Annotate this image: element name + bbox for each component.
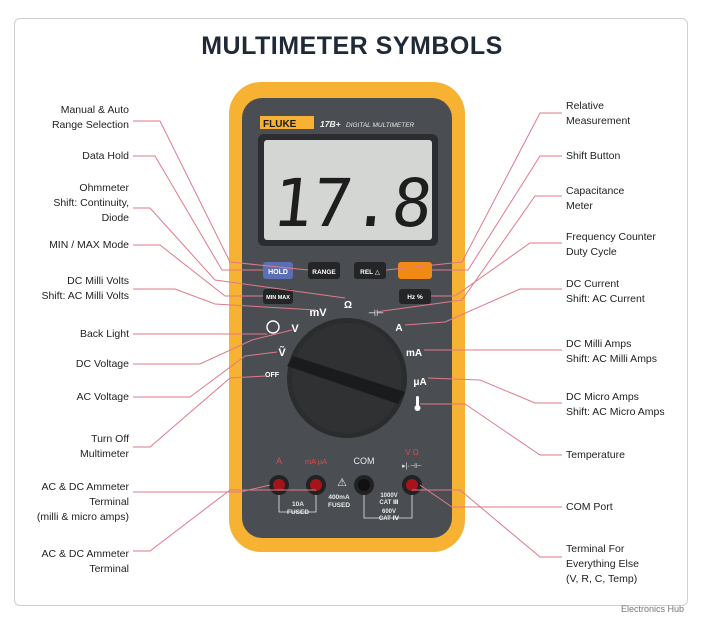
label-dc-current: DC Current Shift: AC Current	[566, 278, 645, 305]
terminal-vohm-jack-core	[406, 479, 418, 491]
dial-off: OFF	[265, 372, 280, 379]
rel-button[interactable]	[354, 262, 386, 279]
leader-lines-left	[133, 120, 346, 552]
label-range-selection: Manual & Auto Range Selection	[51, 104, 129, 131]
leader-lines-right	[375, 112, 562, 558]
hold-button-label: HOLD	[268, 269, 288, 276]
capacitor-icon: ⊣⊢	[368, 308, 384, 318]
dial-a: A	[395, 323, 402, 334]
shift-button[interactable]	[398, 262, 432, 279]
minmax-button-label: MIN MAX	[266, 295, 290, 301]
range-button-label: RANGE	[312, 269, 336, 276]
warning-icon: ⚠	[337, 477, 347, 489]
label-dc-milli-amps: DC Milli Amps Shift: AC Milli Amps	[566, 338, 658, 365]
label-capacitance: Capacitance Meter	[566, 185, 625, 212]
thermometer-bulb-icon	[414, 405, 421, 411]
terminal-ma-jack-core	[310, 479, 322, 491]
terminal-com-label: COM	[354, 456, 375, 466]
dial-v-ac: Ṽ	[278, 346, 286, 359]
dial-ma: mA	[406, 348, 422, 359]
label-ac-voltage: AC Voltage	[76, 391, 129, 403]
label-dc-micro-amps: DC Micro Amps Shift: AC Micro Amps	[566, 391, 665, 418]
label-terminal-everything: Terminal For Everything Else (V, R, C, T…	[566, 543, 639, 585]
terminal-com-jack-core	[358, 479, 370, 491]
dial-mv: mV	[309, 307, 327, 319]
terminal-ma-label: mA μA	[305, 457, 327, 466]
label-ammeter-milli-micro: AC & DC Ammeter Terminal (milli & micro …	[36, 481, 129, 523]
page-title: MULTIMETER SYMBOLS	[201, 32, 503, 60]
label-turn-off: Turn Off Multimeter	[79, 433, 129, 460]
rel-button-label: REL △	[360, 269, 380, 276]
range-button[interactable]	[308, 262, 340, 279]
hz-button-label: Hz %	[407, 294, 423, 301]
minmax-button[interactable]	[263, 289, 293, 304]
label-back-light: Back Light	[79, 328, 129, 340]
brand-text: FLUKE	[263, 119, 297, 130]
dial-ohm: Ω	[344, 300, 352, 311]
dial-ua: μA	[413, 377, 426, 388]
thermometer-icon	[416, 396, 419, 407]
label-data-hold: Data Hold	[82, 150, 129, 162]
model-desc: DIGITAL MULTIMETER	[346, 122, 415, 129]
label-com-port: COM Port	[566, 501, 613, 513]
label-dc-voltage: DC Voltage	[75, 358, 129, 370]
com-bracket	[363, 495, 413, 519]
model-text: 17B+	[320, 119, 341, 129]
label-temperature: Temperature	[566, 449, 625, 461]
brand-logo: Electronics Hub	[620, 604, 684, 614]
fuse-400ma-line1: 400mA	[328, 494, 350, 501]
terminal-vohm-label: V Ω	[405, 448, 419, 457]
cat600-line2: CAT Ⅳ	[379, 516, 400, 522]
label-shift-button: Shift Button	[566, 150, 621, 162]
hz-button[interactable]	[399, 289, 431, 304]
rotary-pointer	[287, 356, 405, 404]
label-relative: Relative Measurement	[566, 100, 631, 127]
cat1000-line2: CAT Ⅲ	[379, 500, 399, 506]
fuse-bracket	[278, 495, 317, 513]
diode-icon: ▸|·⊣⊢	[402, 463, 422, 470]
terminal-a-jack-core	[273, 479, 285, 491]
label-min-max: MIN / MAX Mode	[49, 239, 129, 251]
backlight-icon[interactable]	[266, 320, 280, 334]
fuse-400ma-line2: FUSED	[328, 502, 350, 509]
label-ammeter-terminal: AC & DC Ammeter Terminal	[41, 548, 129, 575]
lcd-reading: 17.8	[269, 165, 436, 242]
cat1000-line1: 1000V	[380, 493, 397, 499]
lcd-screen	[264, 140, 432, 240]
terminal-a-label: A	[276, 456, 282, 466]
figure-frame	[14, 18, 688, 606]
cat600-line1: 600V	[382, 509, 396, 515]
fluke-logo	[260, 116, 314, 129]
dial-v-dc: V	[291, 323, 299, 335]
label-dc-milli-volts: DC Milli Volts Shift: AC Milli Volts	[41, 275, 129, 302]
label-frequency: Frequency Counter Duty Cycle	[566, 231, 656, 258]
fuse-10a-line2: FUSED	[287, 509, 309, 516]
label-ohmmeter: Ohmmeter Shift: Continuity, Diode	[53, 182, 129, 224]
fuse-10a-line1: 10A	[292, 501, 304, 508]
